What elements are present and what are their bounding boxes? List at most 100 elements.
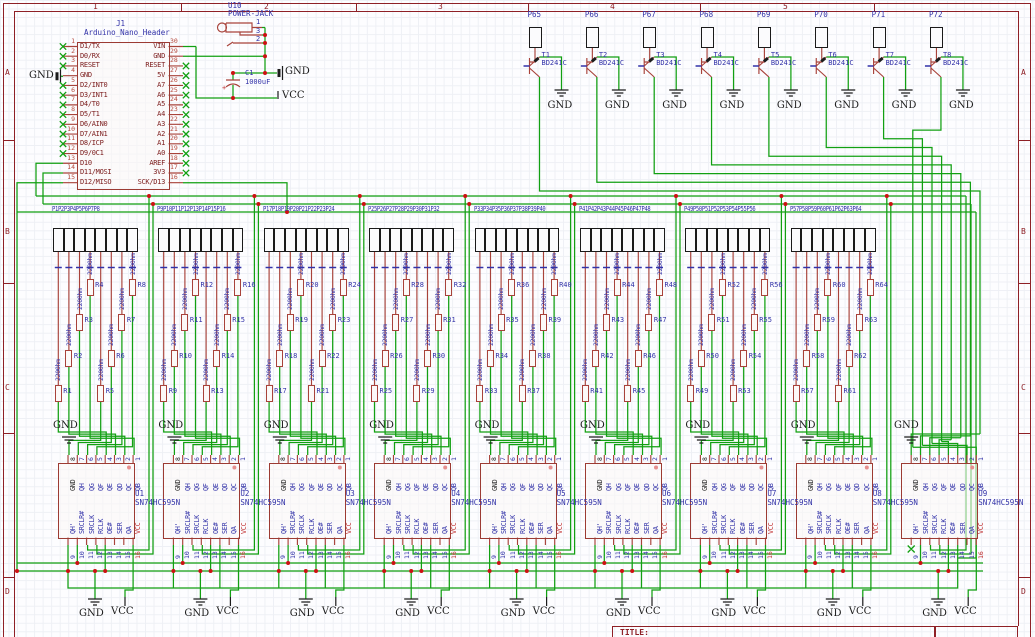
header-pin-P44[interactable]: [611, 228, 623, 252]
resistor-R46[interactable]: [634, 350, 642, 367]
resistor-R62[interactable]: [845, 350, 853, 367]
header-pin-P2[interactable]: [63, 228, 75, 252]
header-pin-P38[interactable]: [527, 228, 539, 252]
header-pin-P4[interactable]: [84, 228, 96, 252]
header-pin-P26[interactable]: [379, 228, 391, 252]
resistor-R3[interactable]: [76, 314, 83, 331]
header-pin-P11[interactable]: [179, 228, 191, 252]
port-connector-P72[interactable]: [929, 27, 943, 48]
header-pin-P21[interactable]: [306, 228, 317, 252]
resistor-R36[interactable]: [508, 279, 516, 296]
header-pin-P25[interactable]: [369, 228, 380, 252]
header-pin-P62[interactable]: [843, 228, 855, 252]
header-pin-P9[interactable]: [158, 228, 170, 252]
header-pin-P6[interactable]: [106, 228, 117, 252]
header-pin-P49[interactable]: [685, 228, 697, 252]
chip-U3[interactable]: [268, 463, 346, 539]
resistor-R37[interactable]: [518, 385, 526, 402]
chip-U8[interactable]: [795, 463, 873, 539]
header-pin-P42[interactable]: [590, 228, 602, 252]
header-pin-P58[interactable]: [801, 228, 813, 252]
header-pin-P63[interactable]: [854, 228, 866, 252]
header-pin-P52[interactable]: [717, 228, 728, 252]
port-connector-P66[interactable]: [585, 27, 599, 48]
resistor-R51[interactable]: [708, 314, 716, 331]
resistor-R59[interactable]: [813, 314, 821, 331]
resistor-R53[interactable]: [729, 385, 737, 402]
resistor-R48[interactable]: [656, 279, 663, 296]
resistor-R10[interactable]: [170, 350, 178, 367]
resistor-R21[interactable]: [308, 385, 315, 402]
header-pin-P35[interactable]: [495, 228, 507, 252]
header-pin-P36[interactable]: [506, 228, 518, 252]
header-pin-P61[interactable]: [833, 228, 844, 252]
chip-U2[interactable]: [163, 463, 241, 539]
port-connector-P68[interactable]: [700, 27, 714, 48]
resistor-R15[interactable]: [223, 314, 231, 331]
header-pin-P50[interactable]: [696, 228, 707, 252]
header-pin-P24[interactable]: [338, 228, 349, 252]
chip-U4[interactable]: [374, 463, 452, 539]
header-pin-P31[interactable]: [432, 228, 444, 252]
resistor-R50[interactable]: [697, 350, 705, 367]
header-pin-P33[interactable]: [474, 228, 486, 252]
resistor-R45[interactable]: [624, 385, 632, 402]
header-pin-P41[interactable]: [580, 228, 591, 252]
header-pin-P1[interactable]: [53, 228, 64, 252]
header-pin-P43[interactable]: [601, 228, 612, 252]
resistor-R8[interactable]: [129, 279, 136, 296]
resistor-R56[interactable]: [761, 279, 769, 296]
resistor-R16[interactable]: [234, 279, 242, 296]
port-connector-P67[interactable]: [643, 27, 657, 48]
header-pin-P34[interactable]: [485, 228, 496, 252]
header-pin-P40[interactable]: [548, 228, 560, 252]
resistor-R6[interactable]: [107, 350, 115, 367]
header-pin-P29[interactable]: [411, 228, 423, 252]
resistor-R31[interactable]: [434, 314, 442, 331]
header-pin-P28[interactable]: [401, 228, 412, 252]
resistor-R24[interactable]: [339, 279, 347, 296]
resistor-R52[interactable]: [719, 279, 726, 296]
header-pin-P16[interactable]: [232, 228, 244, 252]
resistor-R30[interactable]: [424, 350, 431, 367]
resistor-R5[interactable]: [97, 385, 105, 402]
resistor-R43[interactable]: [603, 314, 610, 331]
header-pin-P39[interactable]: [538, 228, 549, 252]
resistor-R27[interactable]: [392, 314, 400, 331]
header-pin-P18[interactable]: [274, 228, 286, 252]
resistor-R44[interactable]: [613, 279, 621, 296]
resistor-R23[interactable]: [329, 314, 337, 331]
resistor-R28[interactable]: [402, 279, 410, 296]
chip-U7[interactable]: [690, 463, 768, 539]
header-pin-P14[interactable]: [211, 228, 223, 252]
header-pin-P20[interactable]: [295, 228, 307, 252]
port-connector-P71[interactable]: [872, 27, 886, 48]
resistor-R54[interactable]: [740, 350, 748, 367]
resistor-R57[interactable]: [792, 385, 800, 402]
resistor-R22[interactable]: [318, 350, 326, 367]
header-pin-P37[interactable]: [517, 228, 528, 252]
resistor-R33[interactable]: [476, 385, 484, 402]
chip-U9[interactable]: [901, 463, 979, 539]
resistor-R13[interactable]: [202, 385, 210, 402]
port-connector-P69[interactable]: [757, 27, 771, 48]
header-pin-P23[interactable]: [327, 228, 339, 252]
resistor-R35[interactable]: [497, 314, 505, 331]
resistor-R4[interactable]: [86, 279, 94, 296]
resistor-R64[interactable]: [866, 279, 874, 296]
header-pin-P27[interactable]: [390, 228, 402, 252]
header-pin-P30[interactable]: [422, 228, 433, 252]
resistor-R29[interactable]: [413, 385, 421, 402]
header-pin-P19[interactable]: [285, 228, 296, 252]
resistor-R2[interactable]: [65, 350, 73, 367]
header-pin-P48[interactable]: [654, 228, 665, 252]
resistor-R49[interactable]: [687, 385, 695, 402]
resistor-R41[interactable]: [581, 385, 589, 402]
header-pin-P54[interactable]: [738, 228, 750, 252]
resistor-R9[interactable]: [160, 385, 168, 402]
header-pin-P59[interactable]: [812, 228, 823, 252]
header-pin-P10[interactable]: [169, 228, 180, 252]
header-pin-P53[interactable]: [727, 228, 739, 252]
resistor-R1[interactable]: [54, 385, 62, 402]
resistor-R58[interactable]: [803, 350, 811, 367]
